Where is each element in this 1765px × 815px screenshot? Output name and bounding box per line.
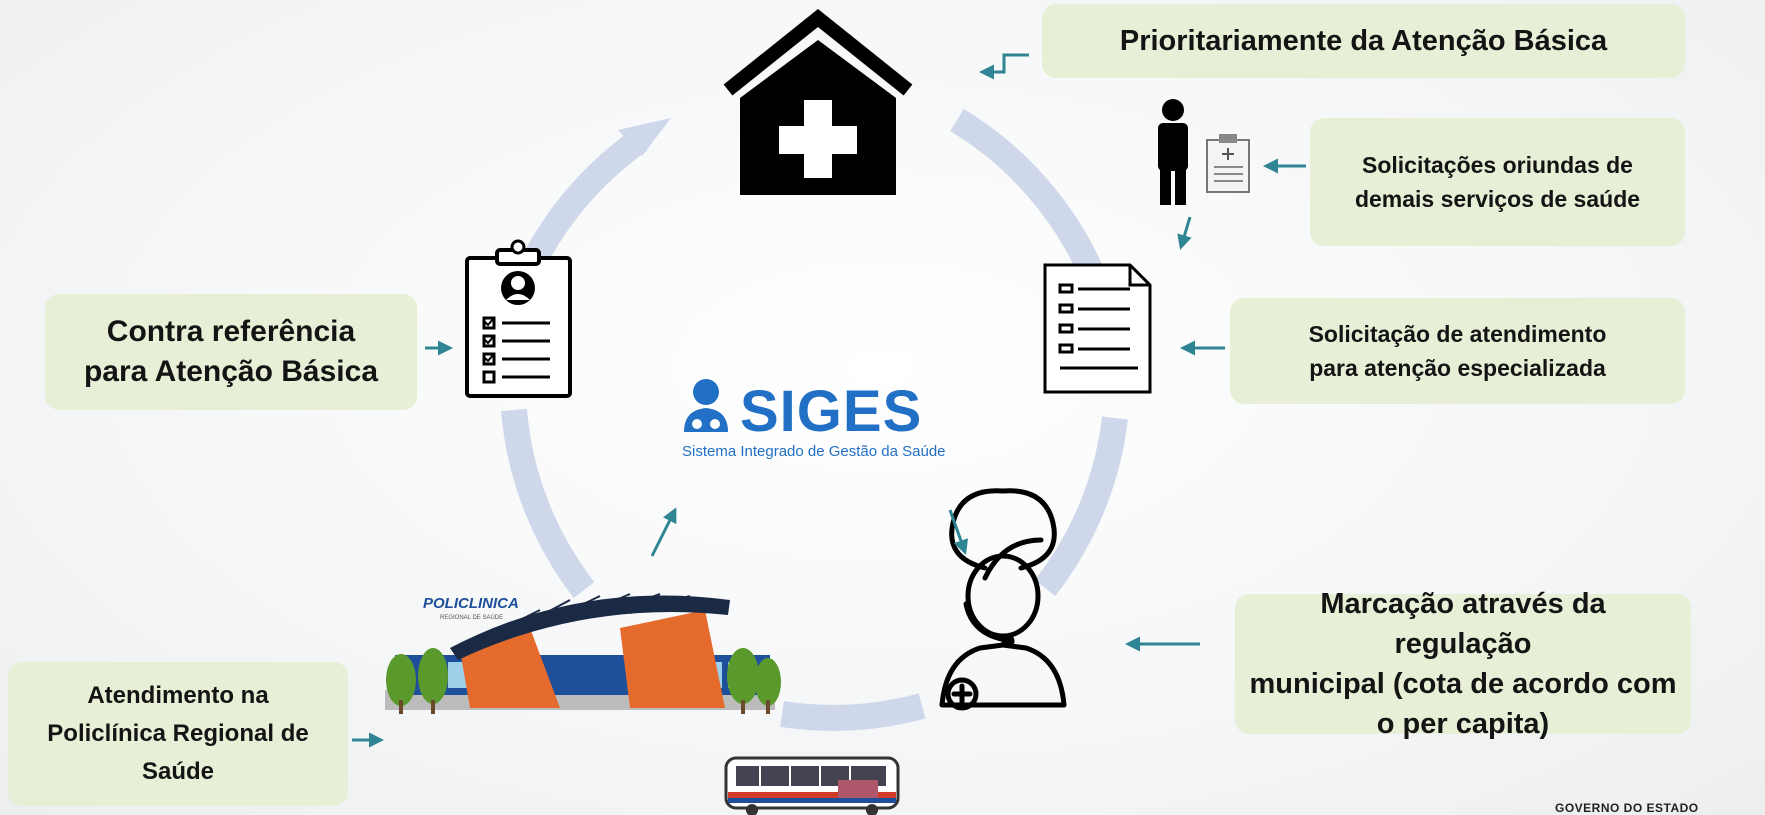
health-house-icon bbox=[723, 9, 913, 195]
ring-segment-right bbox=[1034, 416, 1128, 597]
box-solicitacoes-oriundas-text: Solicitações oriundas de demais serviços… bbox=[1354, 152, 1641, 212]
ring-segment-bottom bbox=[780, 693, 926, 731]
box-solicitacao-atendimento: Solicitação de atendimento para atenção … bbox=[1230, 298, 1685, 404]
ring-arrowhead bbox=[618, 118, 671, 156]
siges-logo: SIGES Sistema Integrado de Gestão da Saú… bbox=[680, 378, 970, 488]
box-marcacao: Marcação através da regulação municipal … bbox=[1235, 588, 1691, 740]
box-prioritariamente-text: Prioritariamente da Atenção Básica bbox=[1119, 24, 1608, 57]
document-list-icon bbox=[1043, 263, 1152, 394]
box-solicitacao-atendimento-text: Solicitação de atendimento para atenção … bbox=[1308, 321, 1607, 381]
policlinica-sign-name: POLICLINICA bbox=[423, 595, 519, 612]
person-icon bbox=[1158, 99, 1188, 205]
gov-footer-text: GOVERNO DO ESTADO bbox=[1555, 801, 1699, 815]
siges-title: SIGES bbox=[740, 379, 923, 444]
box-contra-referencia: Contra referência para Atenção Básica bbox=[45, 294, 417, 410]
arrow-to-document bbox=[1177, 216, 1192, 250]
ring-segment-bottom-left bbox=[501, 408, 595, 598]
siges-subtitle: Sistema Integrado de Gestão da Saúde bbox=[682, 443, 946, 460]
box-solicitacoes-oriundas: Solicitações oriundas de demais serviços… bbox=[1310, 118, 1685, 246]
clipboard-checklist-icon bbox=[1206, 134, 1250, 193]
policlinica-building-icon bbox=[385, 593, 781, 714]
box-contra-referencia-text: Contra referência para Atenção Básica bbox=[83, 315, 379, 388]
arrow-siges-to-receptionist bbox=[948, 509, 969, 555]
box-prioritariamente: Prioritariamente da Atenção Básica bbox=[1042, 4, 1685, 78]
policlinica-sign-subtitle: REGIONAL DE SAÚDE bbox=[440, 614, 503, 621]
arrow-to-health-house bbox=[979, 53, 1029, 80]
doctor-icon bbox=[684, 379, 728, 432]
box-atendimento-policlinica: Atendimento na Policlínica Regional de S… bbox=[8, 662, 348, 806]
box-marcacao-text: Marcação através da regulação municipal … bbox=[1249, 588, 1677, 740]
bus-icon bbox=[724, 756, 900, 815]
flow-arrows bbox=[352, 53, 1306, 748]
arrow-policlinica-to-siges bbox=[650, 507, 677, 557]
box-atendimento-policlinica-text: Atendimento na Policlínica Regional de S… bbox=[47, 682, 309, 785]
receptionist-icon bbox=[939, 488, 1067, 711]
patient-clipboard-icon bbox=[465, 239, 572, 398]
